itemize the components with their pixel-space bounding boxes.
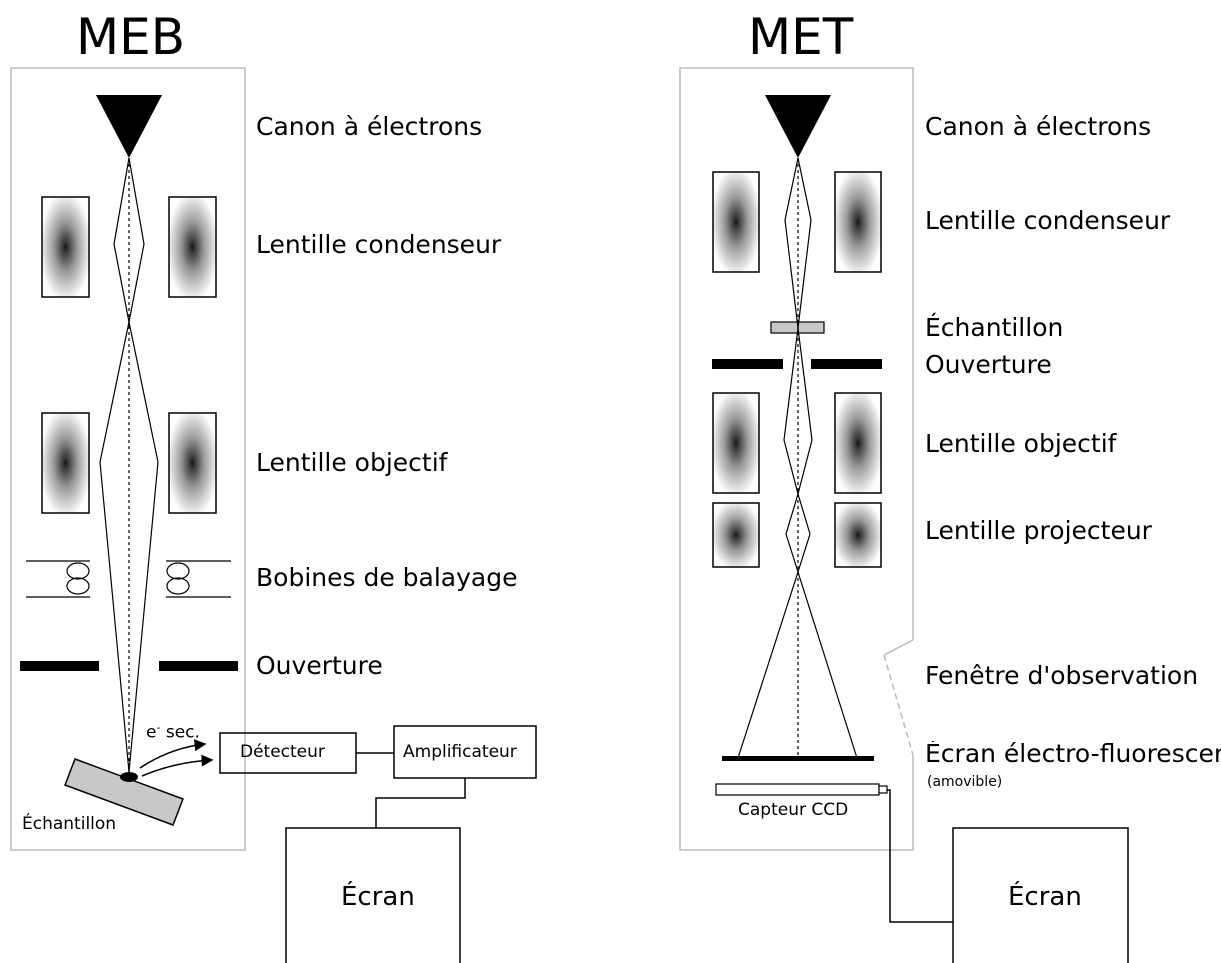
meb-secondary-electrons-label: e- sec. [146,721,200,743]
met-label-window: Fenêtre d'observation [925,661,1199,690]
meb-detector-label: Détecteur [240,742,325,762]
meb-secondary-arrow-1 [139,739,207,769]
meb-sample [64,758,184,826]
meb-condenser-right [168,196,217,298]
met-label-projector: Lentille projecteur [925,516,1152,545]
meb-sample-spot [120,772,138,782]
met-label-gun: Canon à électrons [925,112,1152,141]
met-condenser-right [834,171,882,273]
met-label-aperture: Ouverture [925,350,1052,379]
met-aperture-left [712,359,783,369]
meb-electron-gun [96,95,162,158]
met-screen-box [952,827,1129,963]
met-label-fluorescent-screen: Écran électro-fluorescent [925,741,1221,766]
meb-label-condenser: Lentille condenseur [256,230,502,259]
met-column [679,67,914,851]
meb-column [10,67,246,851]
meb-electron-beam [99,157,159,773]
meb-condenser-left [41,196,90,298]
met-ccd-connector [878,785,888,794]
meb-label-objective: Lentille objectif [256,448,448,477]
meb-scan-coils [26,560,231,598]
met-label-condenser: Lentille condenseur [925,206,1171,235]
met-fluorescent-screen [722,756,874,761]
meb-label-gun: Canon à électrons [256,112,483,141]
meb-aperture-left [20,661,99,671]
meb-aperture-right [159,661,238,671]
met-electron-gun [765,95,831,158]
meb-objective-right [168,412,217,514]
met-projector-left [712,502,760,568]
meb-secondary-arrow-2 [141,754,214,777]
meb-objective-left [41,412,90,514]
meb-electronics [219,725,537,963]
met-label-removable: (amovible) [927,774,1003,790]
met-screen-link [887,789,1129,963]
meb-sample-label: Échantillon [22,814,117,834]
met-objective-right [834,392,882,494]
met-label-sample: Échantillon [925,313,1064,342]
meb-label-scan-coils: Bobines de balayage [256,563,518,592]
met-aperture-right [811,359,882,369]
meb-column-frame [10,67,246,851]
met-window-pointer [883,654,914,756]
met-objective-left [712,392,760,494]
met-ccd-sensor [715,783,880,796]
met-column-frame [679,67,914,851]
met-screen-label: Écran [1008,882,1082,912]
met-condenser-left [712,171,760,273]
met-ccd-label: Capteur CCD [738,800,849,820]
meb-title: MEB [76,8,186,66]
met-window-notch [883,639,914,656]
met-title: MET [748,8,854,66]
meb-screen-label: Écran [341,882,415,912]
meb-amplifier-label: Amplificateur [403,742,517,762]
meb-screen-box [285,827,461,963]
met-electron-beam [737,157,858,759]
meb-label-aperture: Ouverture [256,651,383,680]
met-label-objective: Lentille objectif [925,429,1117,458]
met-projector-right [834,502,882,568]
